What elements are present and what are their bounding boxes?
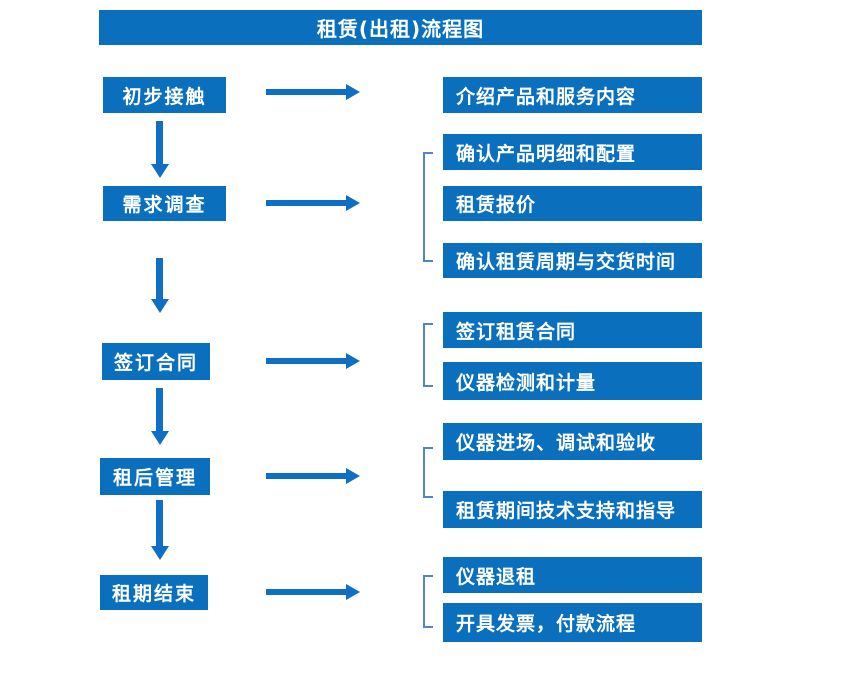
diagram-title: 租赁(出租)流程图 — [99, 10, 702, 45]
arrow-shaft — [156, 121, 163, 164]
arrow-down-icon — [150, 258, 169, 313]
output-box-confirm-product-details: 确认产品明细和配置 — [443, 134, 702, 170]
step-box-post-rental-management: 租后管理 — [100, 458, 210, 495]
arrow-shaft — [156, 388, 163, 431]
group-bracket-icon — [423, 323, 433, 387]
output-box-intro-products-services: 介绍产品和服务内容 — [443, 77, 702, 113]
arrow-head — [150, 164, 169, 178]
arrow-shaft — [266, 89, 346, 95]
step-box-sign-contract: 签订合同 — [102, 343, 210, 380]
arrow-head — [346, 584, 360, 600]
arrow-head — [346, 195, 360, 211]
arrow-right-icon — [266, 468, 360, 484]
arrow-right-icon — [266, 195, 360, 211]
output-box-instrument-inspection: 仪器检测和计量 — [443, 362, 702, 400]
step-box-rental-end: 租期结束 — [100, 575, 208, 610]
arrow-down-icon — [150, 121, 169, 178]
output-box-confirm-rental-period: 确认租赁周期与交货时间 — [443, 243, 702, 278]
arrow-head — [346, 468, 360, 484]
arrow-shaft — [266, 473, 346, 479]
arrow-shaft — [266, 589, 346, 595]
arrow-right-icon — [266, 584, 360, 600]
arrow-head — [150, 299, 169, 313]
arrow-head — [150, 431, 169, 445]
group-bracket-icon — [423, 575, 433, 628]
output-box-sign-rental-contract: 签订租赁合同 — [443, 312, 702, 348]
step-box-initial-contact: 初步接触 — [103, 77, 226, 113]
arrow-shaft — [156, 500, 163, 546]
arrow-shaft — [266, 358, 346, 364]
arrow-shaft — [156, 258, 163, 299]
arrow-shaft — [266, 200, 346, 206]
arrow-head — [346, 353, 360, 369]
arrow-down-icon — [150, 388, 169, 445]
arrow-head — [150, 546, 169, 560]
output-box-instrument-return: 仪器退租 — [443, 557, 702, 593]
group-bracket-icon — [423, 447, 433, 498]
output-box-invoice-payment: 开具发票，付款流程 — [443, 603, 702, 642]
arrow-right-icon — [266, 353, 360, 369]
group-bracket-icon — [423, 152, 433, 262]
arrow-right-icon — [266, 84, 360, 100]
arrow-down-icon — [150, 500, 169, 560]
arrow-head — [346, 84, 360, 100]
output-box-instrument-setup-acceptance: 仪器进场、调试和验收 — [443, 423, 702, 460]
step-box-demand-survey: 需求调查 — [103, 186, 226, 221]
output-box-technical-support: 租赁期间技术支持和指导 — [443, 491, 702, 528]
output-box-rental-quote: 租赁报价 — [443, 186, 702, 221]
